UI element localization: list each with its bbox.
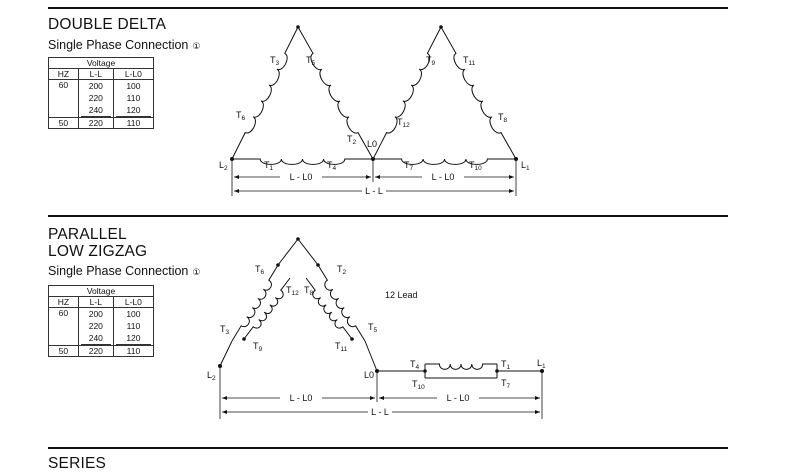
terminal-dot (514, 157, 518, 161)
winding-coil (305, 277, 353, 340)
dimension-label: L - L0 (447, 393, 470, 403)
winding-coil (372, 26, 442, 160)
section-title: PARALLEL LOW ZIGZAG (48, 226, 148, 260)
terminal-dot (296, 25, 300, 29)
terminal-label-t4: T4 (327, 160, 337, 172)
terminal-label-t12: T12 (397, 117, 410, 129)
terminal-label-t8: T8 (498, 112, 508, 124)
winding-coil (297, 26, 374, 160)
double-delta-diagram: T3 T5 T6 T2 T9 T11 T12 T8 L0 L2 L1 T1 T4… (219, 25, 530, 196)
terminal-label-t9: T9 (253, 341, 263, 353)
terminal-dot (230, 157, 234, 161)
terminal-label-t6: T6 (255, 264, 265, 276)
terminal-label-t2: T2 (337, 264, 347, 276)
terminal-label-t5: T5 (368, 322, 378, 334)
section-divider (48, 447, 728, 449)
section-title: SERIES (48, 455, 107, 472)
terminal-label-t2: T2 (347, 134, 357, 146)
terminal-label-l0: L0 (367, 139, 377, 149)
winding-coil (232, 158, 373, 165)
winding-coil (231, 264, 279, 342)
table-row: 50 220 110 (48, 117, 155, 129)
terminal-label-t3: T3 (270, 55, 280, 67)
terminal-label-t6: T6 (236, 110, 246, 122)
dimension-label: L - L0 (290, 172, 313, 182)
dimension-label: L - L0 (432, 172, 455, 182)
terminal-dot (375, 369, 379, 373)
terminal-label-l2: L2 (219, 160, 228, 172)
dimension-label: L - L0 (290, 393, 313, 403)
footnote-mark: ① (192, 41, 201, 51)
terminal-label-t7: T7 (404, 160, 414, 172)
winding-coil (243, 277, 291, 340)
winding-coil (440, 26, 517, 160)
section-divider (48, 7, 728, 9)
terminal-label-t10: T10 (412, 379, 425, 391)
terminal-label-l1: L1 (537, 358, 546, 370)
terminal-label-l1: L1 (521, 160, 530, 172)
terminal-label-t11: T11 (463, 55, 476, 67)
terminal-dot (423, 369, 427, 373)
terminal-label-t8: T8 (304, 285, 314, 297)
terminal-dot (316, 263, 320, 267)
terminal-dot (350, 337, 354, 341)
terminal-label-t11: T11 (335, 341, 348, 353)
section-title: DOUBLE DELTA (48, 16, 167, 33)
terminal-label-t1: T1 (501, 359, 511, 371)
terminal-dot (371, 157, 375, 161)
terminal-dot (540, 369, 544, 373)
lead-count-note: 12 Lead (385, 290, 418, 300)
terminal-label-t9: T9 (426, 55, 436, 67)
terminal-label-t10: T10 (469, 160, 482, 172)
terminal-label-t1: T1 (264, 160, 274, 172)
terminal-label-t5: T5 (306, 55, 316, 67)
terminal-label-l2: L2 (207, 370, 216, 382)
terminal-dot (439, 25, 443, 29)
terminal-dot (495, 369, 499, 373)
footnote-mark: ① (192, 267, 201, 277)
terminal-label-t3: T3 (220, 324, 230, 336)
terminal-dot (276, 263, 280, 267)
winding-coil (231, 26, 299, 160)
winding-coil (425, 363, 497, 370)
terminal-dot (218, 364, 222, 368)
terminal-label-t4: T4 (410, 359, 420, 371)
section-divider (48, 215, 728, 217)
winding-coil (317, 264, 366, 342)
terminal-label-t12: T12 (286, 285, 299, 297)
terminal-dot (242, 337, 246, 341)
dimension-label: L - L (365, 186, 383, 196)
dimension-label: L - L (371, 407, 389, 417)
winding-coil (373, 158, 516, 165)
terminal-label-l0: L0 (364, 370, 374, 380)
table-row: 50 220 110 (48, 345, 155, 357)
terminal-label-t7: T7 (501, 378, 511, 390)
zigzag-diagram: T6 T12 T8 T2 12 Lead T3 T9 T11 T5 L2 L0 … (207, 237, 546, 419)
terminal-dot (296, 237, 300, 241)
